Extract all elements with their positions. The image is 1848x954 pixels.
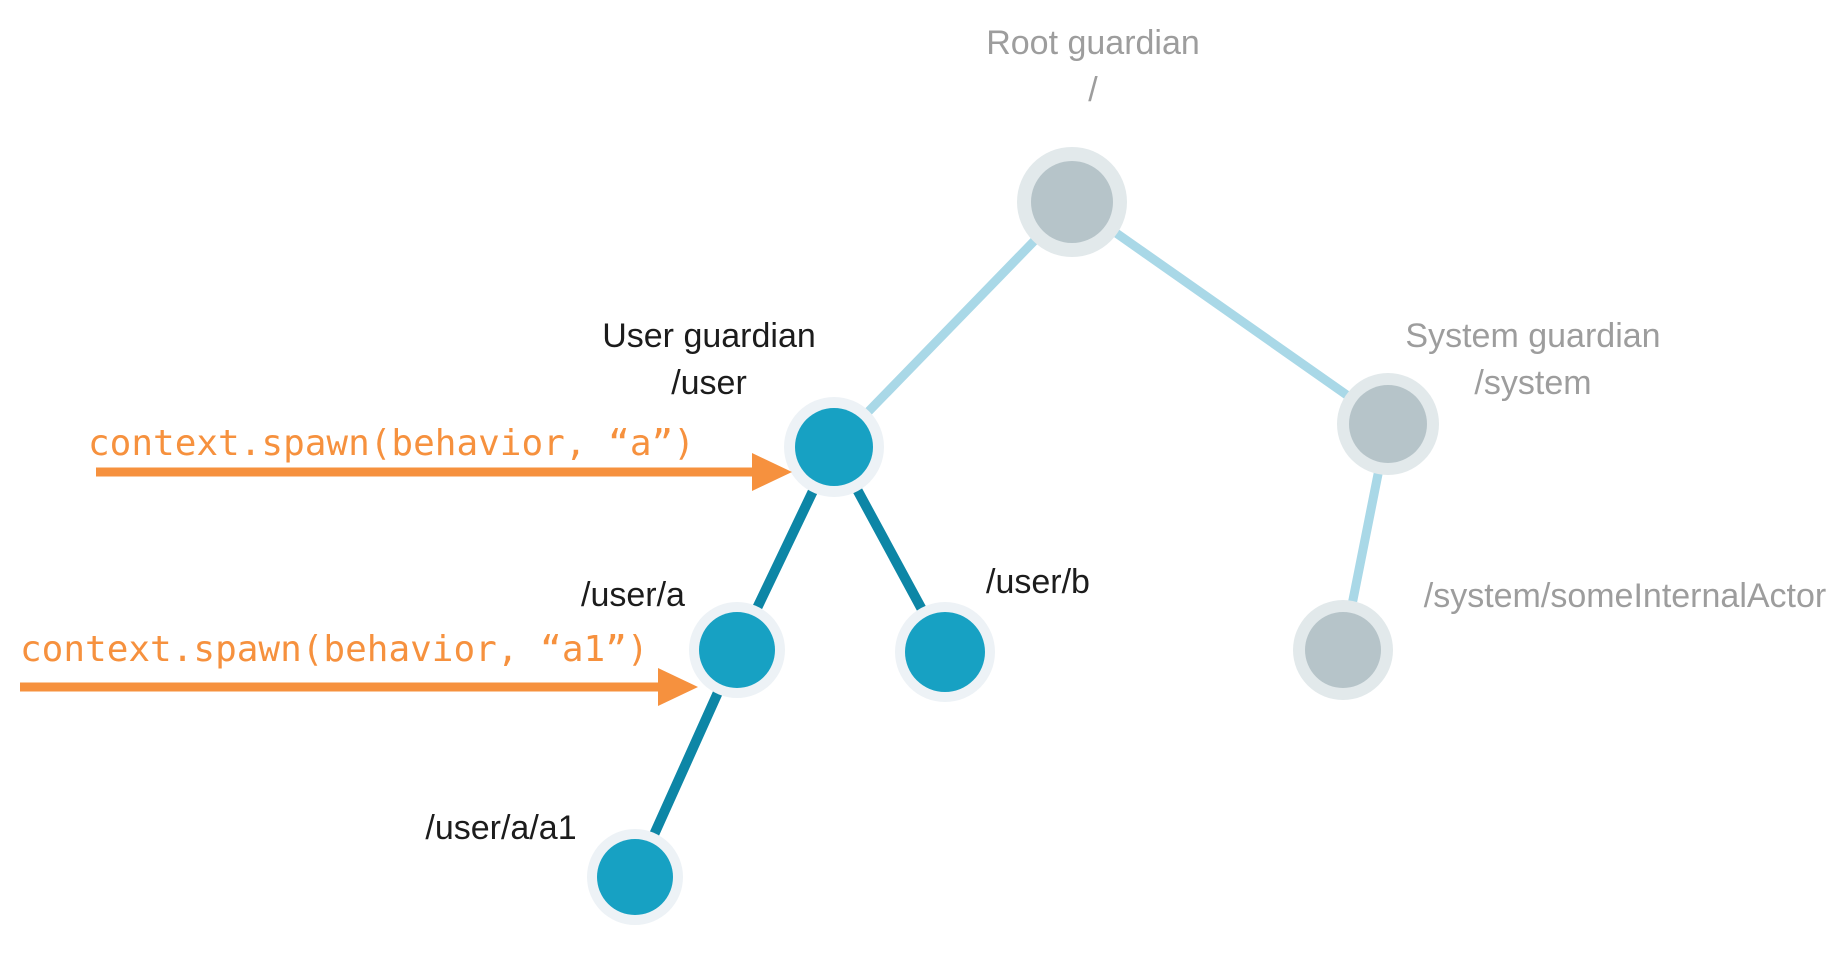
user-b-node <box>895 602 995 702</box>
system-internal-actor-node <box>1293 600 1393 700</box>
system-guardian-node <box>1337 373 1439 475</box>
system-internal-actor-circle <box>1305 612 1381 688</box>
spawn-a1-code: context.spawn(behavior, “a1”) <box>20 629 649 670</box>
root-guardian-name: Root guardian <box>986 24 1200 62</box>
user-guardian-name: User guardian <box>602 317 816 355</box>
user-guardian-label: User guardian /user <box>602 313 816 407</box>
root-guardian-path: / <box>1088 71 1098 109</box>
root-guardian-label: Root guardian / <box>986 20 1200 114</box>
edge-root-to-system <box>1067 197 1393 429</box>
system-guardian-circle <box>1349 385 1427 463</box>
system-guardian-name: System guardian <box>1405 317 1661 355</box>
spawn-a-arrow <box>96 453 792 491</box>
user-guardian-node <box>784 397 884 497</box>
user-a-a1-node <box>587 829 683 925</box>
root-guardian-circle <box>1031 161 1113 243</box>
system-guardian-path: /system <box>1474 364 1592 402</box>
user-a-circle <box>699 612 775 688</box>
edge-root-to-user <box>829 197 1077 452</box>
spawn-a1-arrow-head <box>658 668 698 706</box>
user-a-node <box>689 602 785 698</box>
spawn-a-arrow-head <box>752 453 792 491</box>
user-a-label: /user/a <box>581 576 685 614</box>
user-a-a1-circle <box>597 839 673 915</box>
spawn-a1-arrow <box>20 668 698 706</box>
root-guardian-node <box>1017 147 1127 257</box>
spawn-a-code: context.spawn(behavior, “a”) <box>88 423 695 464</box>
user-b-circle <box>905 612 985 692</box>
user-guardian-circle <box>795 408 873 486</box>
system-internal-actor-label: /system/someInternalActor <box>1423 577 1827 615</box>
user-a-a1-label: /user/a/a1 <box>425 809 577 847</box>
system-guardian-label: System guardian /system <box>1405 313 1660 407</box>
user-guardian-path: /user <box>671 364 747 402</box>
user-b-label: /user/b <box>986 563 1090 601</box>
